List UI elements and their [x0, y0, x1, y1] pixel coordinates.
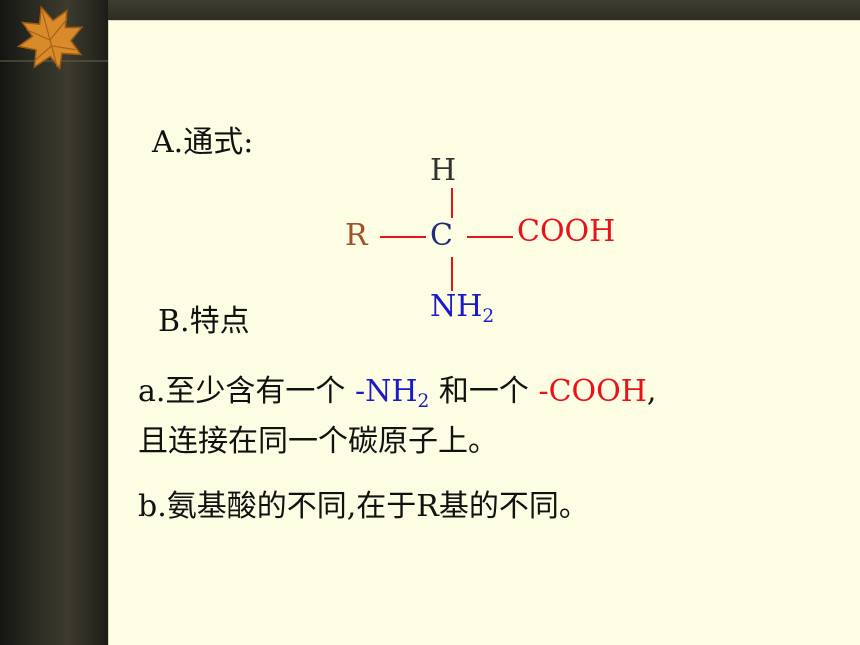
feature-a-amino: -NH2 [354, 374, 430, 412]
section-a-label: A.通式: [152, 125, 254, 160]
autumn-leaf-icon [16, 5, 84, 71]
frame-left-border [0, 0, 108, 645]
bond-c-nh2 [451, 257, 453, 291]
feature-b-text: b.氨基酸的不同,在于R基的不同。 [138, 489, 589, 524]
bond-c-cooh [467, 236, 513, 238]
feature-a-amino-subscript: 2 [417, 390, 430, 412]
feature-a-middle: 和一个 [429, 374, 539, 409]
formula-carboxyl: COOH [517, 214, 616, 249]
feature-a-line2: 且连接在同一个碳原子上。 [138, 424, 498, 459]
feature-a-amino-text: -NH [354, 374, 418, 409]
feature-a-carboxyl: -COOH [538, 374, 647, 409]
bond-r-c [380, 236, 426, 238]
formula-amino-text: NH [430, 289, 483, 324]
formula-amino-subscript: 2 [482, 305, 495, 327]
formula-r-group: R [345, 218, 368, 253]
formula-carbon: C [430, 218, 453, 253]
section-b-label: B.特点 [158, 304, 250, 339]
feature-a-comma: , [646, 374, 657, 409]
frame-top-border [0, 0, 860, 20]
formula-hydrogen: H [430, 153, 457, 188]
feature-a-line1: a.至少含有一个 -NH2 和一个 -COOH, [138, 366, 656, 412]
slide-canvas [108, 20, 860, 645]
bond-c-h [451, 188, 453, 218]
feature-a-prefix: a.至少含有一个 [138, 374, 355, 409]
formula-amino: NH2 [430, 289, 494, 327]
